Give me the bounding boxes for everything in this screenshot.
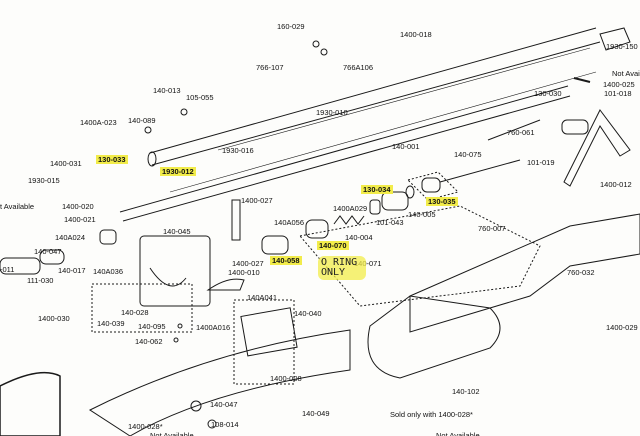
callout-label-c766A106: 766A106: [343, 63, 374, 72]
callout-label-c105055: 105-055: [186, 93, 214, 102]
callout-label-c140A041: 140A041: [247, 293, 278, 302]
callout-label-c1400008: 1400-008: [270, 374, 302, 383]
cocking-lever: [561, 27, 631, 187]
callout-label-c1400A023: 1400A-023: [80, 118, 117, 127]
callout-label-c1930150: 1930-150: [606, 42, 638, 51]
callout-label-c130033: 130-033: [96, 155, 128, 164]
callout-label-c760007: 760-007: [478, 224, 506, 233]
callout-label-c140102: 140-102: [452, 387, 480, 396]
callout-label-c766107: 766-107: [256, 63, 284, 72]
callout-label-c140004: 140-004: [345, 233, 373, 242]
callout-label-c140013: 140-013: [153, 86, 181, 95]
callout-label-c101043: 101-043: [376, 218, 404, 227]
handwritten-note: O RING ONLY: [318, 256, 366, 280]
callout-label-c140040: 140-040: [294, 309, 322, 318]
callout-label-c1400028: 1400-028*: [128, 422, 163, 431]
callout-label-c130030: 130-030: [534, 89, 562, 98]
callout-label-c1400A029: 1400A029: [333, 204, 368, 213]
callout-label-c140A056: 140A056: [274, 218, 305, 227]
trigger-group: [0, 199, 298, 357]
callout-label-c140049: 140-049: [302, 409, 330, 418]
callout-label-c130035: 130-035: [426, 197, 458, 206]
callout-label-c140047: 140-047: [34, 247, 62, 256]
callout-label-c760061: 760-061: [507, 128, 535, 137]
callout-label-c1400A016: 1400A016: [196, 323, 231, 332]
piston-assembly: [261, 159, 521, 255]
callout-label-c140011: -011: [0, 265, 15, 274]
callout-label-c140039: 140-039: [97, 319, 125, 328]
callout-label-cNotAvail2: Not Available: [150, 431, 194, 436]
callout-label-cNotAvail1: Not Available: [612, 69, 640, 78]
callout-label-c1400010: 1400-010: [228, 268, 260, 277]
callout-label-cNotAvail4: Not Available: [620, 434, 640, 436]
assembly-group-outlines: [91, 171, 541, 385]
callout-label-c130034: 130-034: [361, 185, 393, 194]
callout-label-c140047b: 140-047: [210, 400, 238, 409]
callout-label-c1400025: 1400-025: [603, 80, 635, 89]
callout-label-c1400027b: 1400-027: [232, 259, 264, 268]
callout-label-c140001: 140-001: [392, 142, 420, 151]
callout-label-c1400030: 1400-030: [38, 314, 70, 323]
callout-label-c1400027a: 1400-027: [241, 196, 273, 205]
callout-label-c140071: 140-071: [354, 259, 382, 268]
callout-label-c108014: 108-014: [211, 420, 239, 429]
callout-label-c1400031: 1400-031: [50, 159, 82, 168]
callout-label-cNotAvail3: Not Available: [436, 431, 480, 436]
callout-label-c101018: 101-018: [604, 89, 632, 98]
callout-label-c140005: 140-005: [408, 210, 436, 219]
barrel-assembly: [119, 27, 601, 222]
callout-label-c140058: 140-058: [270, 256, 302, 265]
small-fasteners: [144, 40, 591, 429]
callout-label-c1400012: 1400-012: [600, 180, 632, 189]
callout-label-c1400021: 1400-021: [64, 215, 96, 224]
callout-label-c1930012: 1930-012: [160, 167, 196, 176]
callout-label-c760032: 760-032: [567, 268, 595, 277]
callout-label-c1930010: 1930-010: [316, 108, 348, 117]
callout-label-c140A036: 140A036: [93, 267, 124, 276]
callout-label-c140070: 140-070: [317, 241, 349, 250]
callout-label-c1400018: 1400-018: [400, 30, 432, 39]
callout-label-c140089: 140-089: [128, 116, 156, 125]
callout-label-c140017: 140-017: [58, 266, 86, 275]
callout-label-c101019: 101-019: [527, 158, 555, 167]
callout-label-c140095: 140-095: [138, 322, 166, 331]
stock: [0, 213, 640, 436]
callout-label-cSoldOnly: Sold only with 1400-028*: [390, 410, 473, 419]
callout-label-c111030: 111-030: [27, 276, 54, 285]
callout-label-c160029: 160-029: [277, 22, 305, 31]
callout-label-c1930015: 1930-015: [28, 176, 60, 185]
callout-label-c140028: 140-028: [121, 308, 149, 317]
callout-label-c1400029: 1400-029: [606, 323, 638, 332]
callout-label-c140075: 140-075: [454, 150, 482, 159]
callout-label-c140045: 140-045: [163, 227, 191, 236]
callout-label-c140A024: 140A024: [55, 233, 86, 242]
callout-label-c1400020: 1400-020: [62, 202, 94, 211]
callout-label-c140062: 140-062: [135, 337, 163, 346]
callout-label-c1930016: 1930-016: [222, 146, 254, 155]
callout-label-c140NotAvail: t Available: [0, 202, 35, 211]
